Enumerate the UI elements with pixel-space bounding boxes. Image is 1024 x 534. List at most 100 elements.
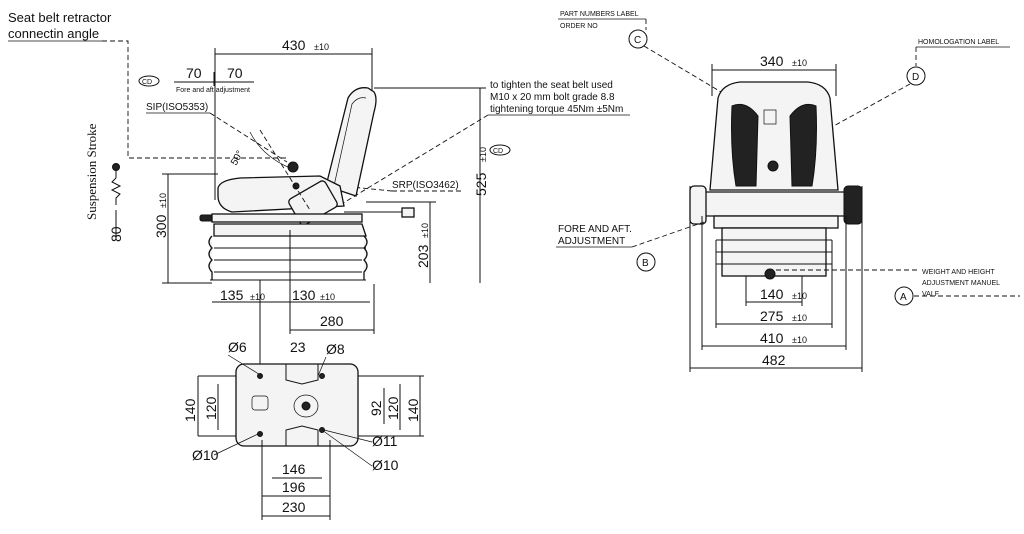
- dim-d10-left: Ø10: [192, 447, 219, 463]
- bubble-b-leader: [631, 221, 705, 248]
- torque-note-1: to tighten the seat belt used: [490, 80, 613, 91]
- dim-d6: Ø6: [228, 339, 247, 355]
- dim-140-front-tol: ±10: [792, 291, 807, 301]
- bubble-a: [894, 286, 914, 306]
- base-plate-outline: [235, 363, 359, 447]
- backrest-left-pad: [731, 103, 759, 187]
- base-slot: [251, 395, 269, 411]
- dim-430-tol: ±10: [314, 42, 329, 52]
- bubble-a-leader: [776, 269, 1020, 297]
- dim-130-tol: ±10: [320, 292, 335, 302]
- sip-point-icon: [287, 161, 299, 173]
- dim-120-right: 120: [385, 396, 401, 420]
- bubble-a-text: A: [900, 292, 907, 303]
- dim-d10-right: Ø10: [372, 457, 399, 473]
- fore-aft-dim-2: 70: [227, 65, 243, 81]
- seatbelt-title-line2: connectin angle: [8, 26, 99, 41]
- bubble-b-text: B: [642, 258, 649, 269]
- fore-aft-dim-1: 70: [186, 65, 202, 81]
- seatbelt-title-line1: Seat belt retractor: [8, 10, 112, 25]
- dim-203: 203: [415, 244, 431, 268]
- cd-symbol-right-text: CD: [493, 148, 503, 155]
- dim-280: 280: [320, 313, 344, 329]
- dim-135-tol: ±10: [250, 292, 265, 302]
- weight-height-3: VALF: [922, 291, 939, 298]
- dim-300-tol: ±10: [158, 193, 168, 208]
- stroke-marker-icon: [112, 163, 120, 171]
- torque-leader: [339, 114, 489, 206]
- dim-340: 340: [760, 53, 784, 69]
- bellows-right: [363, 235, 368, 280]
- bubble-d: [906, 66, 926, 86]
- bubble-c-text: C: [634, 35, 641, 46]
- seatbelt-leader: [102, 40, 287, 159]
- part-numbers-label: PART NUMBERS LABEL: [560, 11, 639, 18]
- angle-arc: [249, 131, 291, 169]
- backrest-right-pad: [789, 103, 817, 187]
- front-rails: [713, 215, 839, 229]
- dim-140-front: 140: [760, 286, 784, 302]
- left-armrest: [689, 185, 707, 225]
- dim-196: 196: [282, 479, 306, 495]
- dim-300: 300: [153, 214, 169, 238]
- torque-note-3: tightening torque 45Nm ±5Nm: [490, 104, 623, 115]
- dim-275-tol: ±10: [792, 313, 807, 323]
- backrest-shape: [325, 87, 377, 197]
- front-bellows-folds: [716, 239, 832, 265]
- weight-height-knob-icon: [764, 268, 776, 280]
- angle-label: 50°: [229, 149, 246, 168]
- dim-d8: Ø8: [326, 341, 345, 357]
- dim-23: 23: [290, 339, 306, 355]
- dim-146: 146: [282, 461, 306, 477]
- cd-symbol-left-text: CD: [142, 79, 152, 86]
- center-hole: [293, 394, 319, 418]
- weight-height-2: ADJUSTMENT MANUEL: [922, 280, 1000, 287]
- part-label-box: [763, 109, 777, 125]
- dim-92: 92: [368, 400, 384, 416]
- d11-leader: [323, 429, 373, 443]
- dim-140-right: 140: [405, 398, 421, 422]
- srp-label: SRP(ISO3462): [392, 180, 459, 191]
- suspension-stroke-label: Suspension Stroke: [84, 123, 99, 220]
- fore-aft-caption: Fore and aft adjustment: [176, 87, 250, 94]
- hole-bl: [257, 431, 263, 437]
- right-armrest: [843, 185, 863, 225]
- sip-leader: [209, 112, 288, 163]
- cd-symbol-left: [138, 75, 160, 87]
- base-plate-notch-top: [285, 364, 319, 385]
- dim-410: 410: [760, 330, 784, 346]
- front-cushion: [698, 191, 854, 217]
- bubble-b: [636, 252, 656, 272]
- dim-135: 135: [220, 287, 244, 303]
- dim-340-tol: ±10: [792, 58, 807, 68]
- base-plate-view: Ø6 23 Ø8 140 120 92 120 140 Ø10 Ø11 Ø10 …: [182, 339, 424, 520]
- hole-tl: [257, 373, 263, 379]
- front-view: PART NUMBERS LABEL ORDER NO C HOMOLOGATI…: [556, 11, 1020, 372]
- fore-aft-front-2: ADJUSTMENT: [558, 236, 625, 247]
- homologation-marker-icon: [767, 160, 779, 172]
- slide-rails: [211, 213, 363, 223]
- dim-275: 275: [760, 308, 784, 324]
- stroke-spring-icon: [110, 177, 122, 205]
- backrest-contour: [333, 97, 367, 187]
- d10-right-leader: [321, 429, 373, 467]
- dim-525-tol: ±10: [478, 147, 488, 162]
- dim-230: 230: [282, 499, 306, 515]
- dim-130: 130: [292, 287, 316, 303]
- dim-430: 430: [282, 37, 306, 53]
- d8-leader: [317, 356, 327, 377]
- center-hole-core: [301, 401, 311, 411]
- order-no-label: ORDER NO: [560, 23, 598, 30]
- front-backrest: [709, 81, 839, 191]
- dim-482: 482: [762, 352, 786, 368]
- dim-120-left: 120: [203, 396, 219, 420]
- dim-d11: Ø11: [372, 433, 398, 449]
- suspension-stroke-label-group: Suspension Stroke: [84, 123, 99, 220]
- sip-label: SIP(ISO5353): [146, 102, 208, 113]
- homologation-label: HOMOLOGATION LABEL: [918, 39, 999, 46]
- bellows-left: [208, 235, 213, 280]
- hole-tr: [319, 373, 325, 379]
- bubble-c: [628, 29, 648, 49]
- side-view: 430 ±10 525 ±10 CD to tighten the seat b…: [153, 37, 630, 380]
